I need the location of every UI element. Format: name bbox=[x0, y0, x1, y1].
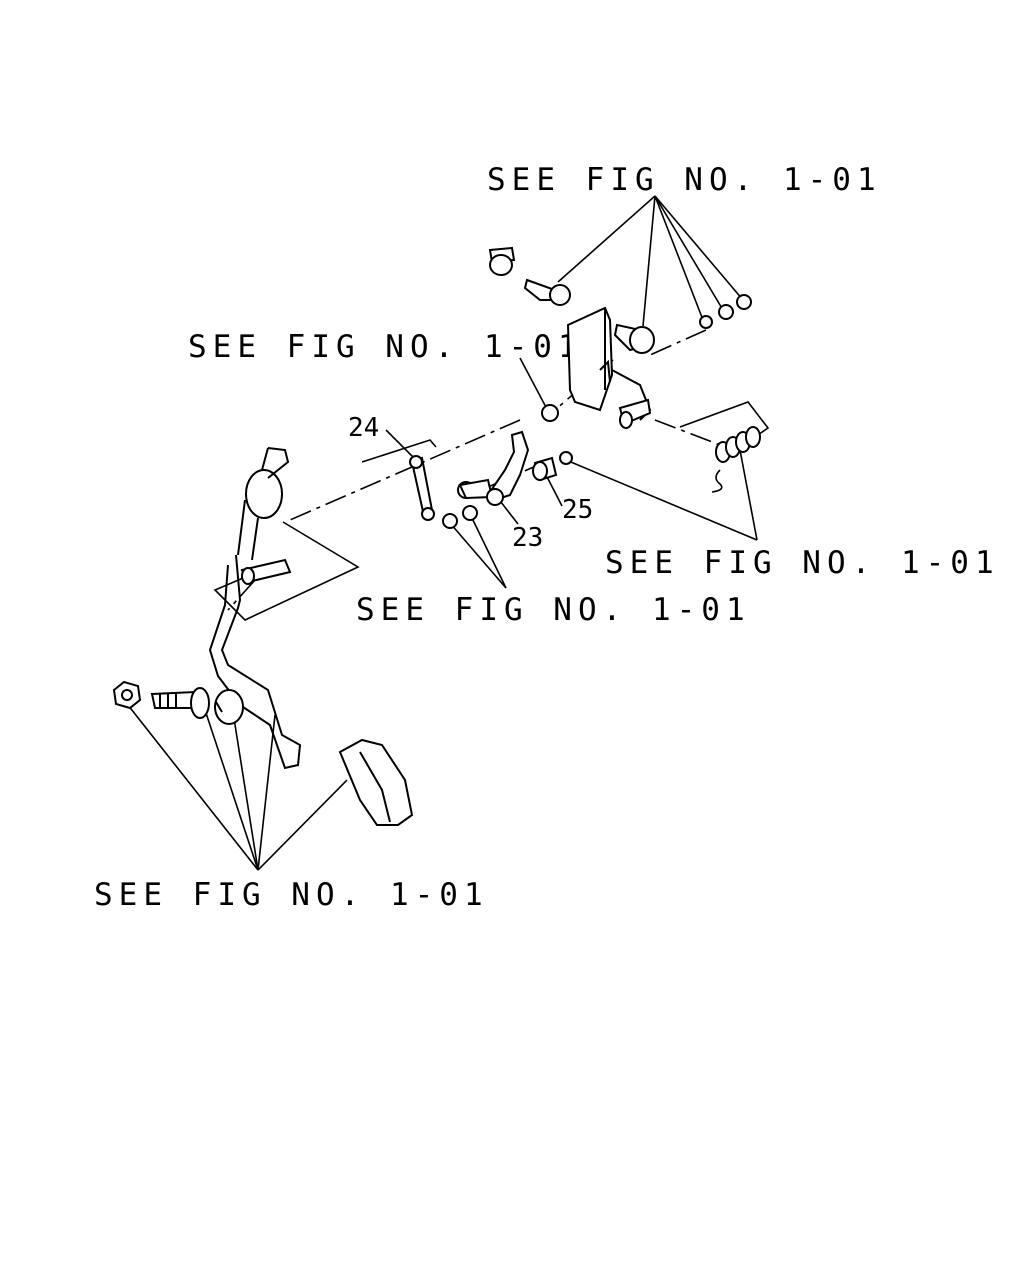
ref-label-top: SEE FIG NO. 1-01 bbox=[487, 162, 882, 198]
ref-label-middle: SEE FIG NO. 1-01 bbox=[356, 592, 751, 628]
callout-24: 24 bbox=[348, 413, 379, 443]
leader-lines bbox=[123, 195, 758, 871]
callout-23: 23 bbox=[512, 523, 543, 553]
ref-label-upper-left: SEE FIG NO. 1-01 bbox=[188, 329, 583, 365]
return-spring bbox=[711, 426, 761, 493]
pedal-bracket bbox=[488, 246, 752, 429]
callout-25: 25 bbox=[562, 495, 593, 525]
pedal-arm bbox=[208, 447, 302, 770]
ref-label-bottom: SEE FIG NO. 1-01 bbox=[94, 877, 489, 913]
lever-parts bbox=[409, 430, 573, 529]
ref-label-right: SEE FIG NO. 1-01 bbox=[605, 545, 1000, 581]
pedal-hardware bbox=[112, 680, 414, 826]
